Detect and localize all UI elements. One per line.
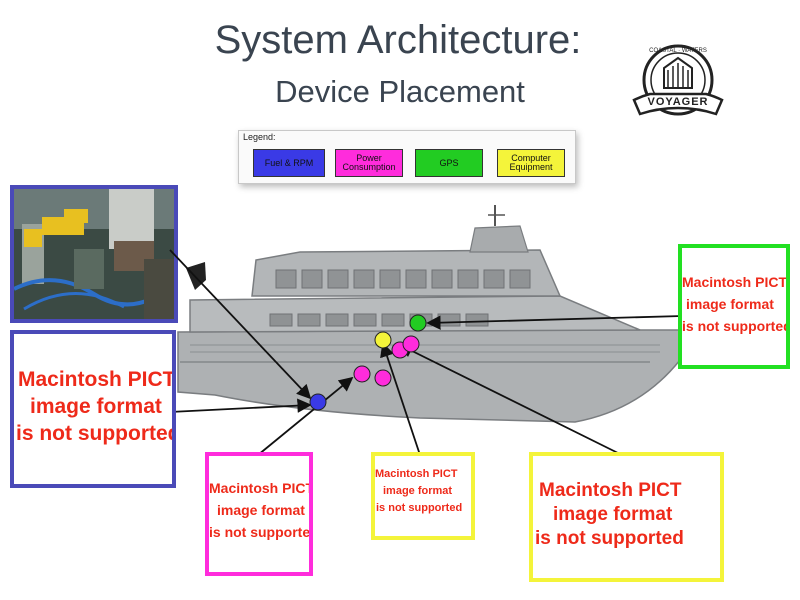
connector-yellow-small-pict [380,342,421,456]
connector-photo-to-fuel [169,249,312,400]
pict-placeholder-power: Macintosh PICT image format is not suppo… [205,452,313,576]
connector-green-pict [426,315,683,330]
placeholder-line: is not supported [535,528,684,549]
placeholder-line: Macintosh PICT [209,480,313,496]
power-marker [374,369,392,387]
legend-label: Computer [511,153,551,163]
pict-placeholder-fuel: Macintosh PICT image format is not suppo… [10,330,176,488]
placeholder-line: image format [553,504,673,525]
engine-room-photo [10,185,178,323]
placeholder-line: image format [30,395,162,418]
placeholder-line: is not supported [16,422,176,445]
legend-item-power: Power Consumption [335,149,403,177]
slide-title: System Architecture: [214,18,582,62]
logo-text: VOYAGER [647,96,708,108]
connector-left-pict-to-fuel [169,398,312,413]
power-marker [402,335,420,353]
connector-yellow-large-pict [398,344,623,456]
legend-label: Fuel & RPM [264,157,314,168]
placeholder-line: is not supported [209,524,313,540]
legend-label: GPS [439,157,459,168]
voyager-logo: VOYAGER COASTAL · WATERS [632,44,724,116]
computer-marker [374,331,392,349]
pict-placeholder-computer-small: Macintosh PICT image format is not suppo… [371,452,475,540]
boat-wheelhouse [469,225,529,253]
placeholder-line: is not supported [682,318,790,334]
placeholder-line: image format [383,485,453,497]
connector-magenta-pict [257,376,354,456]
legend: Legend: Fuel & RPM Power Consumption GPS… [238,130,576,184]
legend-item-computer: Computer Equipment [497,149,565,177]
pict-placeholder-gps: Macintosh PICT image format is not suppo… [678,244,790,369]
placeholder-line: Macintosh PICT [539,480,682,501]
legend-title: Legend: [243,132,276,142]
placeholder-line: Macintosh PICT [682,274,788,290]
legend-label: Consumption [342,162,396,172]
logo-ring-text: COASTAL · WATERS [649,48,707,54]
legend-item-gps: GPS [415,149,483,177]
pict-placeholder-computer-large: Macintosh PICT image format is not suppo… [529,452,724,582]
placeholder-line: is not supported [376,502,463,514]
placeholder-line: Macintosh PICT [18,368,176,391]
legend-label: Power [356,153,382,163]
fuel-rpm-marker [309,393,327,411]
placeholder-line: Macintosh PICT [375,468,458,480]
legend-item-fuel-rpm: Fuel & RPM [253,149,325,177]
gps-marker [409,314,427,332]
power-marker [353,365,371,383]
legend-label: Equipment [509,162,553,172]
placeholder-line: image format [686,296,774,312]
placeholder-line: image format [217,502,305,518]
slide-subtitle: Device Placement [275,74,525,109]
